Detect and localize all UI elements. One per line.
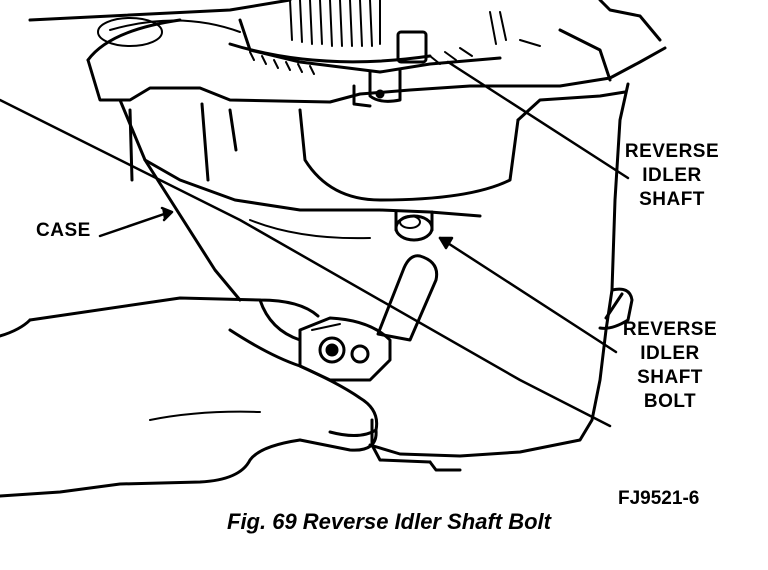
label-reverse-idler-shaft-bolt: REVERSE IDLER SHAFT BOLT xyxy=(618,318,722,414)
figure-caption: Fig. 69 Reverse Idler Shaft Bolt xyxy=(227,509,551,534)
top-flange xyxy=(28,0,667,104)
label-line: SHAFT xyxy=(637,367,703,388)
case-body xyxy=(118,82,630,472)
leader-lines xyxy=(0,60,630,428)
figure-code: FJ9521-6 xyxy=(618,488,700,509)
reverse-idler-shaft-boss xyxy=(352,30,428,108)
shaft-leader-line xyxy=(446,60,630,180)
right-bracket xyxy=(598,287,634,330)
label-line: IDLER xyxy=(640,343,700,364)
bolt-leader-line xyxy=(438,236,618,354)
label-line: REVERSE xyxy=(622,319,718,340)
technician-hand xyxy=(0,296,379,498)
label-line: SHAFT xyxy=(639,189,705,210)
label-line: IDLER xyxy=(642,165,702,186)
label-line: BOLT xyxy=(643,391,697,412)
label-reverse-idler-shaft: REVERSE IDLER SHAFT xyxy=(622,140,722,212)
label-line: REVERSE xyxy=(624,141,720,162)
label-case: CASE xyxy=(36,220,91,241)
reverse-idler-shaft-bolt-head xyxy=(394,210,434,242)
ratchet-wrench xyxy=(298,254,439,382)
gear-teeth xyxy=(228,0,541,75)
case-leader-line xyxy=(98,210,172,238)
